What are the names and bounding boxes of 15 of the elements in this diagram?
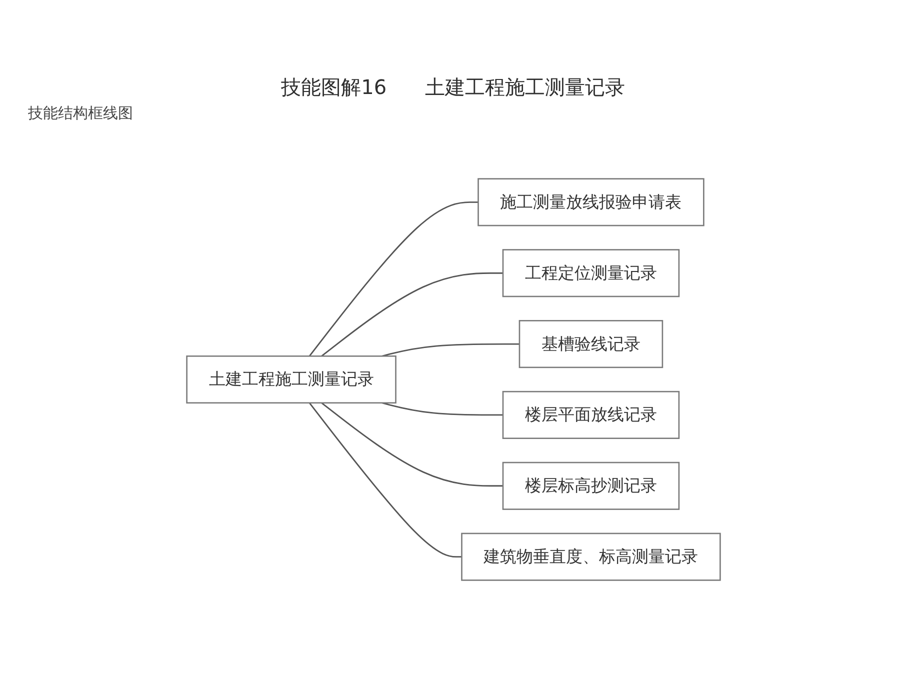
connector bbox=[308, 201, 478, 357]
node-box: 工程定位测量记录 bbox=[502, 249, 680, 298]
node-box: 楼层平面放线记录 bbox=[502, 390, 680, 439]
connector bbox=[308, 402, 462, 558]
connector bbox=[320, 402, 502, 487]
connector bbox=[320, 272, 502, 357]
node-box: 基槽验线记录 bbox=[518, 320, 663, 368]
connector bbox=[381, 343, 519, 357]
node-box: 楼层标高抄测记录 bbox=[502, 462, 680, 510]
node-box: 土建工程施工测量记录 bbox=[186, 355, 396, 404]
node-box: 建筑物垂直度、标高测量记录 bbox=[460, 532, 720, 581]
connector bbox=[381, 402, 502, 416]
subheading: 技能结构框线图 bbox=[28, 104, 133, 123]
diagram-title: 技能图解16 土建工程施工测量记录 bbox=[280, 74, 626, 101]
node-box: 施工测量放线报验申请表 bbox=[477, 178, 704, 226]
